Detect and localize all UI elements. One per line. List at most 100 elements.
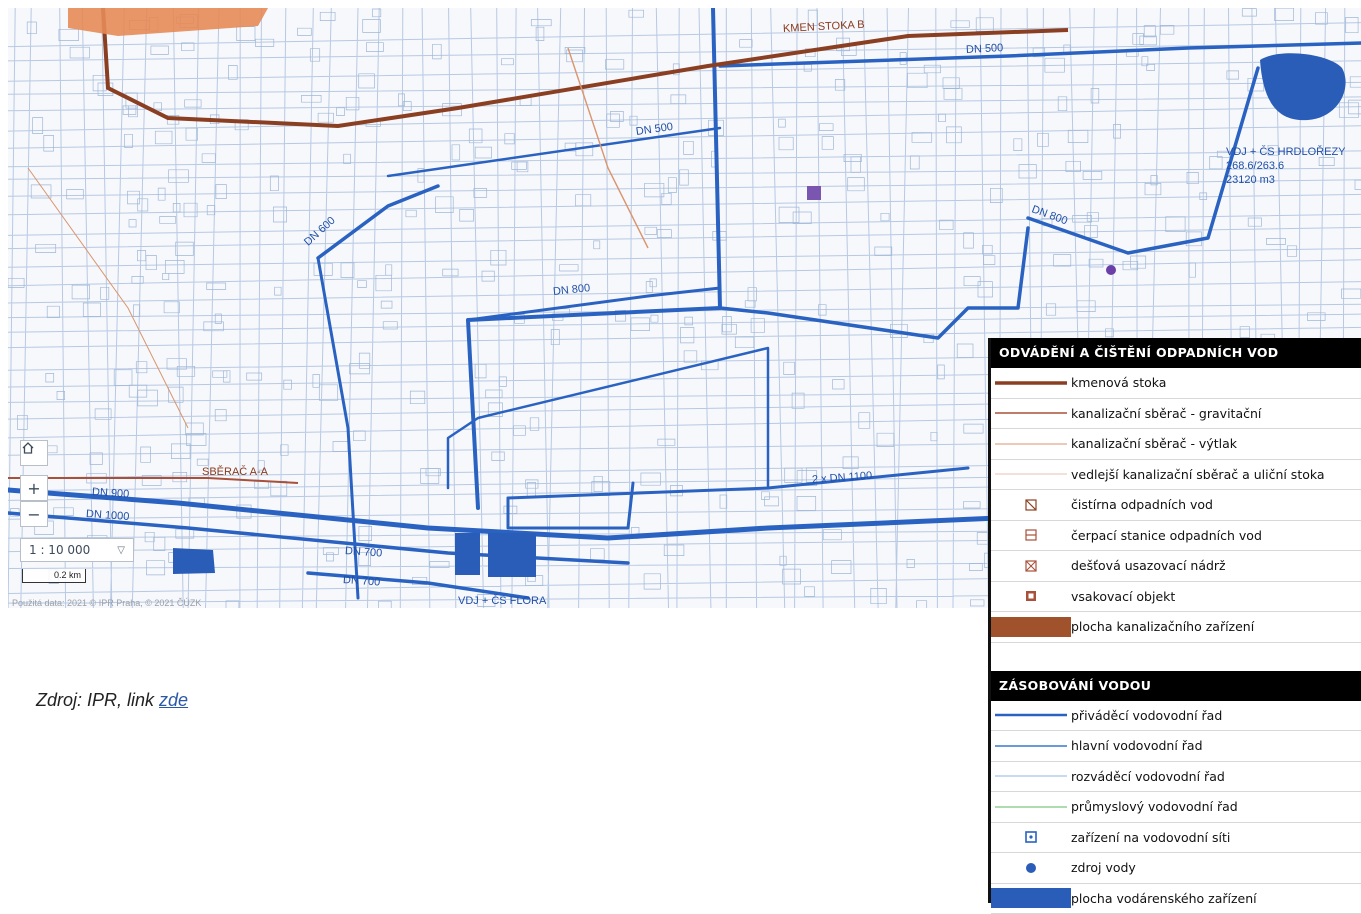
legend-symbol — [991, 435, 1071, 453]
legend-item: vedlejší kanalizační sběrač a uliční sto… — [991, 460, 1361, 491]
legend-symbol — [991, 767, 1071, 785]
legend-item-label: vsakovací objekt — [1071, 589, 1175, 604]
scale-bar-label: 0.2 km — [54, 570, 81, 580]
legend-item-label: kanalizační sběrač - výtlak — [1071, 436, 1237, 451]
home-icon — [21, 441, 35, 455]
treatment-plant-icon — [995, 496, 1067, 514]
legend-item-label: plocha vodárenského zařízení — [1071, 891, 1257, 906]
legend-water-title: ZÁSOBOVÁNÍ VODOU — [991, 671, 1361, 701]
source-prefix: Zdroj: IPR, link — [36, 690, 159, 710]
legend-symbol — [991, 888, 1071, 908]
legend-sewer-title: ODVÁDĚNÍ A ČIŠTĚNÍ ODPADNÍCH VOD — [991, 338, 1361, 368]
legend-item: plocha kanalizačního zařízení — [991, 612, 1361, 643]
legend-item: kanalizační sběrač - výtlak — [991, 429, 1361, 460]
legend-item-label: hlavní vodovodní řad — [1071, 738, 1203, 753]
source-caption: Zdroj: IPR, link zde — [36, 690, 188, 711]
supply-main-line — [995, 706, 1067, 724]
legend-item: přiváděcí vodovodní řad — [991, 701, 1361, 732]
legend-item: kanalizační sběrač - gravitační — [991, 399, 1361, 430]
water-source-symbol — [1106, 265, 1116, 275]
legend-symbol — [991, 737, 1071, 755]
legend-item-label: přiváděcí vodovodní řad — [1071, 708, 1222, 723]
map-label-hrdlorezy-volume: 23120 m3 — [1226, 174, 1275, 186]
pressure-sewer-line — [995, 435, 1067, 453]
scale-bar: 0.2 km — [22, 569, 86, 583]
map-label-vdj-flora: VDJ + ČS FLORA — [458, 595, 546, 607]
map-label-dn500: DN 500 — [966, 42, 1004, 56]
legend-symbol — [991, 587, 1071, 605]
main-water-line — [995, 737, 1067, 755]
legend-item: zdroj vody — [991, 853, 1361, 884]
legend-item-label: čistírna odpadních vod — [1071, 497, 1213, 512]
legend-symbol — [991, 859, 1071, 877]
map-label-vdj-hrdlorezy: VDJ + ČS HRDLOŘEZY — [1226, 146, 1346, 158]
legend-item: rozváděcí vodovodní řad — [991, 762, 1361, 793]
flora-reservoir-b — [488, 533, 536, 577]
water-main-flora-link — [508, 483, 633, 528]
legend-item: dešťová usazovací nádrž — [991, 551, 1361, 582]
legend-item-label: plocha kanalizačního zařízení — [1071, 619, 1254, 634]
hrdlorezy-reservoir — [1260, 53, 1346, 120]
industrial-line — [995, 798, 1067, 816]
map-legend: ODVÁDĚNÍ A ČIŠTĚNÍ ODPADNÍCH VOD kmenová… — [988, 338, 1361, 903]
flora-reservoir-a — [455, 533, 480, 575]
legend-item-label: rozváděcí vodovodní řad — [1071, 769, 1225, 784]
legend-item-label: dešťová usazovací nádrž — [1071, 558, 1226, 573]
legend-item: čistírna odpadních vod — [991, 490, 1361, 521]
legend-item: kmenová stoka — [991, 368, 1361, 399]
legend-symbol — [991, 828, 1071, 846]
home-button[interactable] — [20, 440, 48, 466]
legend-item: zařízení na vodovodní síti — [991, 823, 1361, 854]
legend-item-label: čerpací stanice odpadních vod — [1071, 528, 1262, 543]
scale-select[interactable]: 1 : 10 000 ▽ — [20, 538, 134, 562]
source-link[interactable]: zde — [159, 690, 188, 710]
water-area-swatch — [991, 888, 1071, 908]
legend-symbol — [991, 404, 1071, 422]
water-main-east — [720, 228, 1028, 338]
water-facility-icon — [995, 828, 1067, 846]
orange-area-top — [68, 8, 268, 36]
legend-item-label: vedlejší kanalizační sběrač a uliční sto… — [1071, 467, 1325, 482]
legend-item-label: kanalizační sběrač - gravitační — [1071, 406, 1261, 421]
legend-item-label: průmyslový vodovodní řad — [1071, 799, 1238, 814]
trunk-sewer-line — [995, 374, 1067, 392]
zoom-in-button[interactable]: + — [20, 475, 48, 501]
storm-tank-icon — [995, 557, 1067, 575]
pumping-station-icon — [995, 526, 1067, 544]
legend-symbol — [991, 557, 1071, 575]
distribution-line — [995, 767, 1067, 785]
legend-symbol — [991, 496, 1071, 514]
map-label-sberac-aa: SBĚRAČ A-A — [202, 466, 268, 478]
legend-symbol — [991, 798, 1071, 816]
west-facility — [173, 548, 215, 574]
scale-value: 1 : 10 000 — [29, 543, 90, 557]
legend-item: čerpací stanice odpadních vod — [991, 521, 1361, 552]
water-source-icon — [995, 859, 1067, 877]
legend-item-label: zařízení na vodovodní síti — [1071, 830, 1230, 845]
map-label-dn700-b: DN 700 — [343, 574, 381, 589]
legend-spacer — [991, 643, 1361, 671]
legend-item: vsakovací objekt — [991, 582, 1361, 613]
legend-item: průmyslový vodovodní řad — [991, 792, 1361, 823]
legend-symbol — [991, 374, 1071, 392]
legend-item-label: zdroj vody — [1071, 860, 1136, 875]
chevron-down-icon: ▽ — [117, 545, 125, 556]
legend-item: plocha vodárenského zařízení — [991, 884, 1361, 914]
legend-sewer-list: kmenová stoka kanalizační sběrač - gravit… — [991, 368, 1361, 643]
zoom-out-button[interactable]: − — [20, 501, 48, 527]
sewer-area-swatch — [991, 617, 1071, 637]
map-label-dn900: DN 900 — [92, 486, 130, 501]
legend-symbol — [991, 465, 1071, 483]
legend-item: hlavní vodovodní řad — [991, 731, 1361, 762]
legend-symbol — [991, 526, 1071, 544]
secondary-sewer-line — [995, 465, 1067, 483]
legend-water-list: přiváděcí vodovodní řad hlavní vodovodní … — [991, 701, 1361, 914]
legend-item-label: kmenová stoka — [1071, 375, 1166, 390]
legend-symbol — [991, 617, 1071, 637]
gravity-sewer-line — [995, 404, 1067, 422]
map-attribution: Použitá data: 2021 © IPR Praha, © 2021 Č… — [12, 598, 201, 608]
water-main-dn500b — [388, 128, 720, 176]
legend-symbol — [991, 706, 1071, 724]
map-label-dn700: DN 700 — [345, 545, 383, 560]
treatment-plant-symbol — [807, 186, 821, 200]
